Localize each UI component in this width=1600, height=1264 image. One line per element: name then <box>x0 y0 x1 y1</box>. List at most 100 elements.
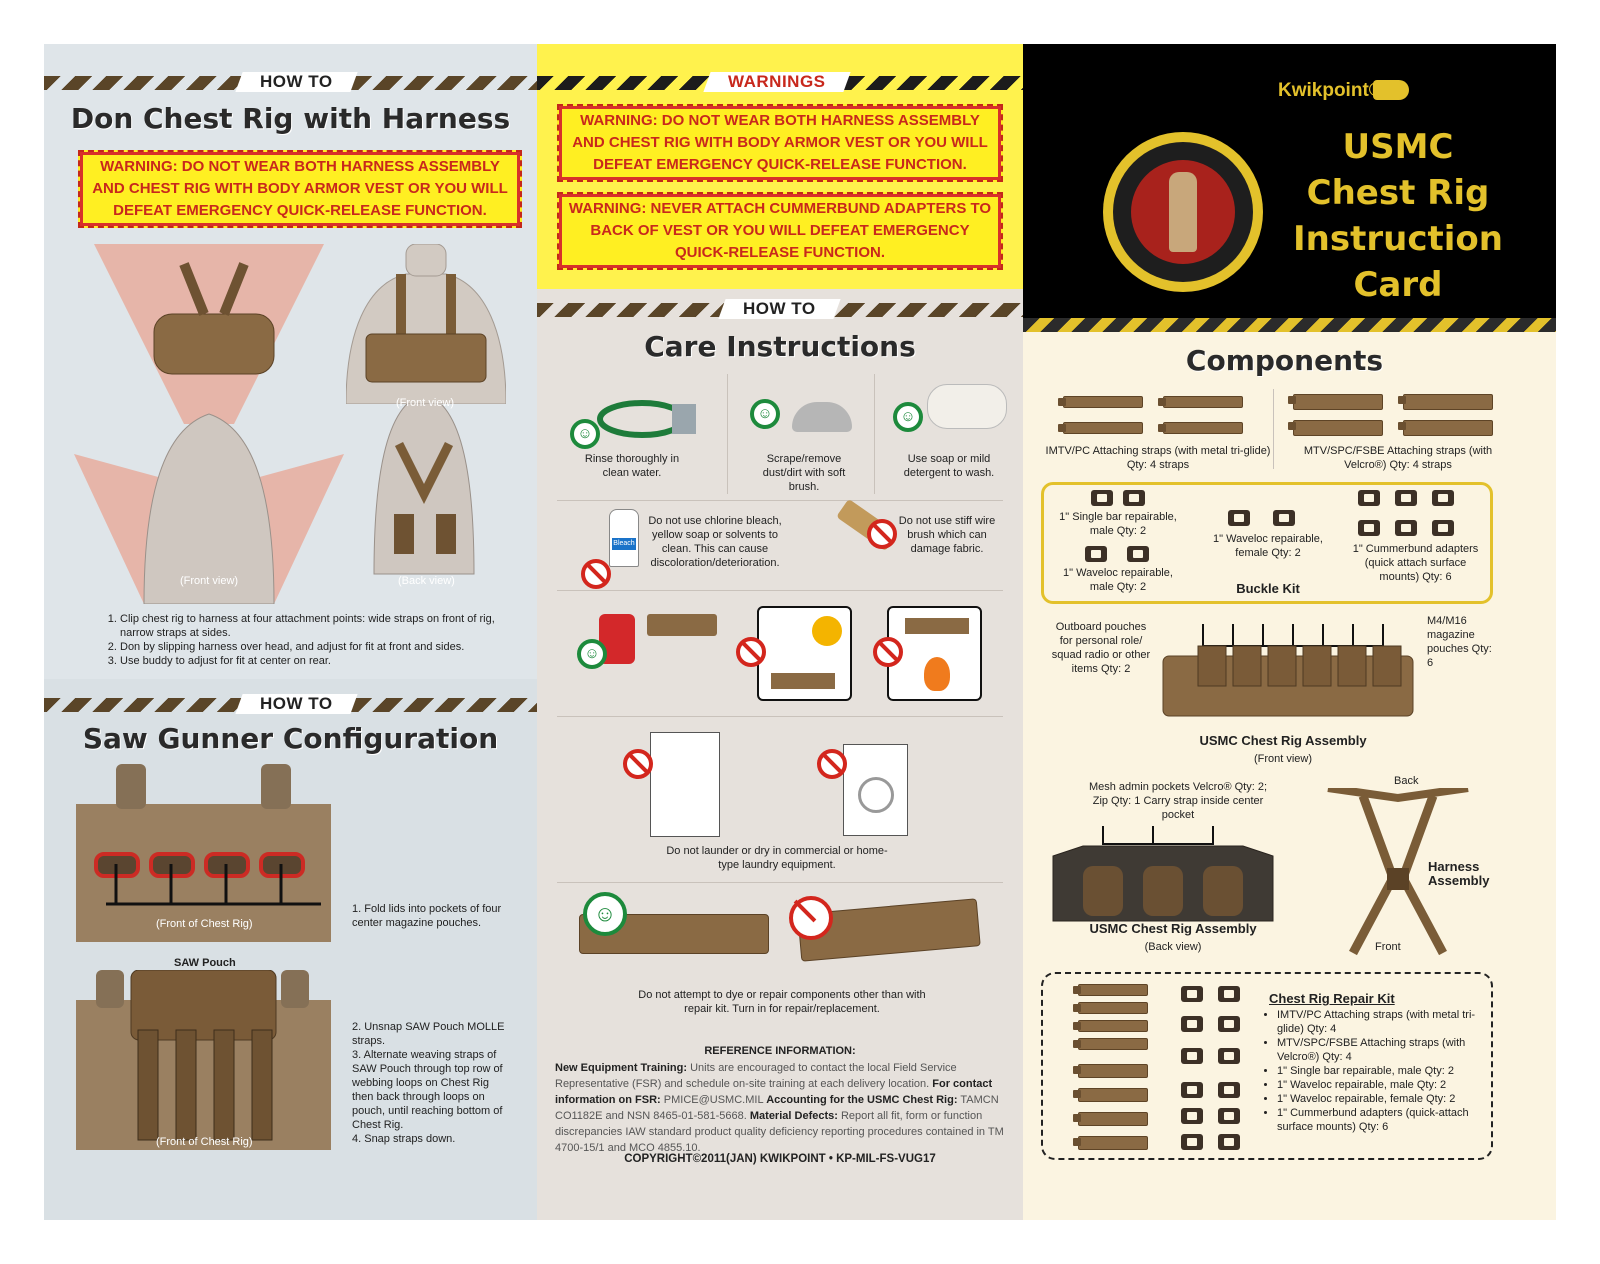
saw-steps-2-4: 2. Unsnap SAW Pouch MOLLE straps. 3. Alt… <box>352 1020 510 1146</box>
ref-body: PMICE@USMC.MIL <box>660 1094 767 1106</box>
rinse-text: Rinse thoroughly in clean water. <box>584 453 680 479</box>
saw-pouch-label: SAW Pouch <box>174 957 236 969</box>
chest-rig-front-illustration <box>76 764 331 942</box>
buckle-kit-label: Buckle Kit <box>1236 581 1300 596</box>
cummerbund-adapter-icon <box>1358 520 1380 536</box>
title-line: Chest Rig <box>1306 173 1490 213</box>
repair-buckle-icon <box>1181 1016 1203 1032</box>
saw-pouch-illustration <box>76 969 331 1150</box>
repair-kit-item: MTV/SPC/FSBE Attaching straps (with Velc… <box>1277 1036 1491 1064</box>
divider <box>1273 389 1274 469</box>
harness-assembly-label: Harness Assembly <box>1428 859 1490 888</box>
divider <box>727 374 728 494</box>
instruction-card: HOW TO Don Chest Rig with Harness WARNIN… <box>44 44 1556 1220</box>
harness-illustration <box>1323 784 1473 958</box>
reference-text: New Equipment Training: Units are encour… <box>555 1060 1007 1156</box>
divider <box>557 500 1003 501</box>
panel-don-chest-rig: HOW TO Don Chest Rig with Harness WARNIN… <box>44 44 537 1220</box>
repair-kit-item: 1" Waveloc repairable, male Qty: 2 <box>1277 1078 1491 1092</box>
waveloc-female-text: 1" Waveloc repairable, female Qty: 2 <box>1213 533 1323 559</box>
program-seal <box>1103 132 1263 292</box>
single-bar-buckle-icon <box>1123 490 1145 506</box>
single-bar-text: 1" Single bar repairable, male Qty: 2 <box>1059 511 1177 537</box>
divider <box>874 374 875 494</box>
mtv-strap <box>1398 420 1493 436</box>
prohibited-icon <box>623 749 653 779</box>
title-line: Instruction <box>1293 219 1503 259</box>
front-view-label: (Front view) <box>396 397 455 409</box>
divider <box>557 882 1003 883</box>
harness-back-label: Back <box>1394 775 1419 787</box>
ok-icon: ☺ <box>577 639 607 669</box>
repair-kit-item: 1" Waveloc repairable, female Qty: 2 <box>1277 1092 1491 1106</box>
panel-warnings-care: WARNINGS WARNING: DO NOT WEAR BOTH HARNE… <box>537 44 1023 1220</box>
cover-title: USMC Chest Rig Instruction Card <box>1283 124 1513 308</box>
howto-badge: HOW TO <box>235 72 358 92</box>
repair-buckle-icon <box>1218 1108 1240 1124</box>
saw-step-1: 1. Fold lids into pockets of four center… <box>352 903 502 929</box>
prohibited-icon <box>873 637 903 667</box>
prohibited-icon <box>581 559 611 589</box>
panel-cover-components: Kwikpoint® USMC Chest Rig Instruction Ca… <box>1023 44 1556 1220</box>
repair-kit-item: IMTV/PC Attaching straps (with metal tri… <box>1277 1008 1491 1036</box>
waveloc-male-text: 1" Waveloc repairable, male Qty: 2 <box>1063 567 1173 593</box>
flame-icon <box>924 657 950 691</box>
chest-rig-front-illustration <box>1153 616 1423 728</box>
prohibited-icon <box>817 749 847 779</box>
assembly-back-label: USMC Chest Rig Assembly <box>1089 921 1257 936</box>
prohibited-icon <box>867 519 897 549</box>
assembly-front-label: USMC Chest Rig Assembly <box>1199 733 1367 748</box>
don-steps: Clip chest rig to harness at four attach… <box>106 612 506 668</box>
laundry-text: Do not launder or dry in commercial or h… <box>666 845 888 871</box>
howto-badge: HOW TO <box>718 299 841 319</box>
repair-buckle-icon <box>1181 986 1203 1002</box>
ref-body: Units are encouraged to contact the loca… <box>555 1062 957 1090</box>
title-line: USMC <box>1342 127 1454 167</box>
repair-buckle-icon <box>1218 1016 1240 1032</box>
mtv-strap <box>1398 394 1493 410</box>
wire-brush-text: Do not use stiff wire brush which can da… <box>898 515 996 555</box>
mag-pouch-text: M4/M16 magazine pouches Qty: 6 <box>1427 615 1492 669</box>
repair-strap <box>1073 1002 1148 1014</box>
cummerbund-adapter-icon <box>1395 490 1417 506</box>
repair-kit-item: 1" Single bar repairable, male Qty: 2 <box>1277 1064 1491 1078</box>
prohibited-icon <box>736 637 766 667</box>
rig-icon <box>771 673 835 689</box>
cummerbund-adapter-icon <box>1432 520 1454 536</box>
soap-text: Use soap or mild detergent to wash. <box>903 453 995 479</box>
harness-front-label: Front <box>1375 941 1401 953</box>
howto-badge: HOW TO <box>235 694 358 714</box>
brush-icon <box>792 402 852 432</box>
repair-strap <box>1073 1112 1148 1126</box>
saw-step: 2. Unsnap SAW Pouch MOLLE straps. <box>352 1021 505 1047</box>
mtv-strap <box>1288 394 1383 410</box>
repair-buckle-icon <box>1218 986 1240 1002</box>
title-line: Card <box>1353 265 1443 305</box>
ref-body: TAMCN CO1182E and NSN 8465-01-581-5668. <box>555 1094 999 1122</box>
reference-title: REFERENCE INFORMATION: <box>704 1045 856 1057</box>
cummerbund-adapter-icon <box>1395 520 1417 536</box>
repair-kit-item: 1" Cummerbund adapters (quick-attach sur… <box>1277 1106 1491 1134</box>
divider <box>557 716 1003 717</box>
sun-box <box>757 606 852 701</box>
bleach-bottle-icon: Bleach <box>609 509 639 567</box>
step-item: Don by slipping harness over head, and a… <box>120 640 506 654</box>
marine-figure-icon <box>1169 172 1197 252</box>
warning-box: WARNING: DO NOT WEAR BOTH HARNESS ASSEMB… <box>78 150 522 228</box>
repair-buckle-icon <box>1218 1134 1240 1150</box>
imtv-text: IMTV/PC Attaching straps (with metal tri… <box>1045 445 1271 471</box>
prohibited-icon <box>789 896 833 940</box>
saw-step: 4. Snap straps down. <box>352 1133 456 1145</box>
front-of-rig-label-2: (Front of Chest Rig) <box>156 1136 253 1148</box>
hanging-rig-icon <box>647 614 717 636</box>
waveloc-male-icon <box>1127 546 1149 562</box>
cummerbund-adapter-icon <box>1432 490 1454 506</box>
warnings-badge: WARNINGS <box>703 72 851 92</box>
ok-icon: ☺ <box>583 892 627 936</box>
waveloc-female-icon <box>1228 510 1250 526</box>
repair-buckle-icon <box>1181 1108 1203 1124</box>
dryer-icon <box>650 732 720 837</box>
cummerbund-text: 1" Cummerbund adapters (quick attach sur… <box>1352 543 1479 583</box>
repair-kit-box <box>1041 972 1493 1160</box>
front-view-label: (Front view) <box>1253 753 1313 765</box>
